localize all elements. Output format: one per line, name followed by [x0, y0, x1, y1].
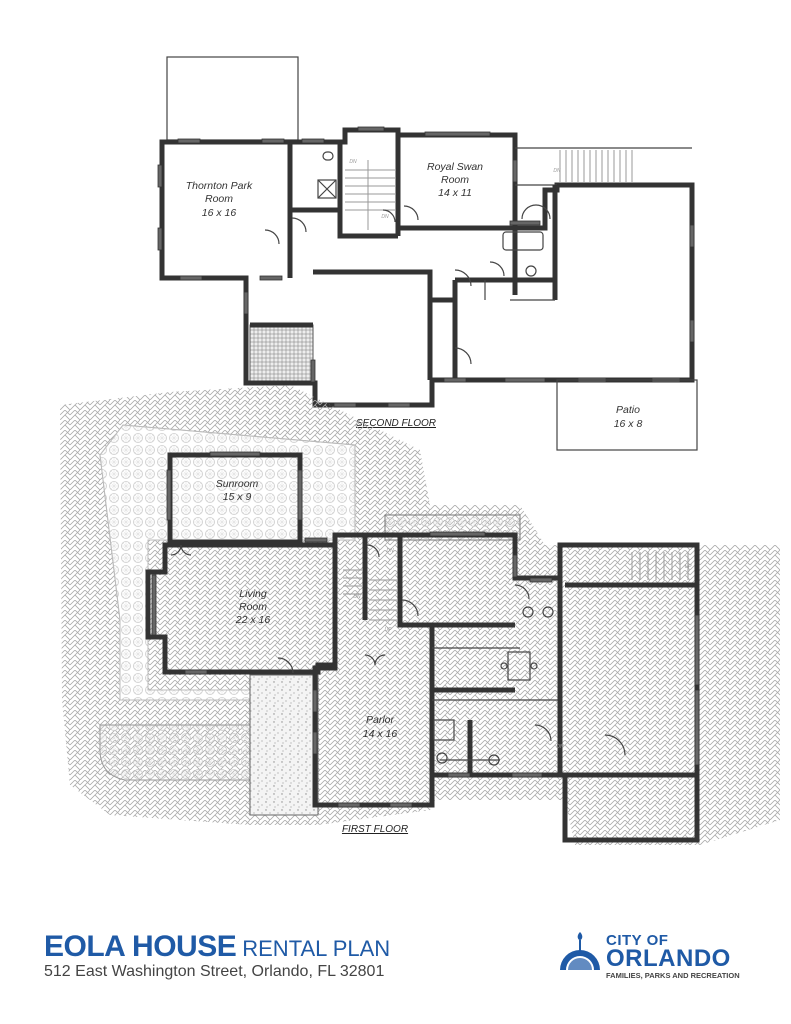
stair-mark: DN: [386, 548, 394, 554]
interior-stair-second: [345, 160, 395, 230]
interior-stair-first: [343, 569, 397, 621]
address: 512 East Washington Street, Orlando, FL …: [44, 963, 385, 980]
shower: [317, 179, 337, 199]
room-living-name-2: Room: [239, 601, 267, 613]
gravel-terrace: [249, 674, 319, 816]
room-living-size: 22 x 16: [235, 614, 271, 626]
stair-mark: UP: [385, 627, 393, 633]
room-royal-swan-name-2: Room: [441, 174, 469, 186]
room-sunroom-size: 15 x 9: [223, 491, 252, 503]
windows-first: [151, 451, 700, 808]
room-thornton-park-size: 16 x 16: [202, 207, 237, 219]
lower-garden-bed: [99, 724, 256, 781]
sink: [542, 606, 554, 618]
room-parlor-size: 14 x 16: [363, 728, 398, 740]
second-floor-plan: Thornton Park Room 16 x 16 Royal Swan Ro…: [157, 56, 698, 451]
balcony-roof: [166, 56, 299, 141]
stair-mark: DN: [553, 168, 561, 174]
room-royal-swan-name: Royal Swan: [427, 161, 483, 173]
exterior-stair-first: [631, 552, 689, 580]
stair-mark: UP: [685, 564, 693, 570]
city-of-orlando-logo: CITY OF ORLANDO FAMILIES, PARKS AND RECR…: [556, 930, 756, 985]
room-patio-size: 16 x 8: [614, 418, 643, 430]
logo-tagline: FAMILIES, PARKS AND RECREATION: [606, 971, 740, 980]
room-parlor-name: Parlor: [366, 714, 395, 726]
title-main: EOLA HOUSE: [44, 930, 237, 963]
stair-mark: DN: [353, 594, 361, 600]
first-floor-plan: Sunroom 15 x 9 Living Room 22 x 16 Parlo…: [60, 385, 780, 845]
fountain-icon: [560, 932, 600, 970]
logo-line-1: CITY OF: [606, 932, 669, 949]
room-thornton-park-name: Thornton Park: [186, 180, 253, 192]
dining-table: [500, 651, 538, 681]
sink: [525, 265, 537, 277]
second-floor-label: SECOND FLOOR: [356, 418, 436, 429]
hatched-balcony: [249, 324, 314, 384]
title-sub: RENTAL PLAN: [242, 936, 391, 961]
first-floor-label: FIRST FLOOR: [342, 824, 408, 835]
patio-outline: [556, 379, 698, 451]
toilet: [488, 754, 500, 766]
toilet: [322, 151, 334, 161]
toilet: [522, 606, 534, 618]
room-patio-name: Patio: [616, 404, 640, 416]
garden-bed: [99, 424, 356, 701]
logo-line-2: ORLANDO: [606, 945, 731, 972]
room-thornton-park-name-2: Room: [205, 193, 233, 205]
room-living-name: Living: [239, 588, 267, 600]
exterior-stair-second: [559, 150, 633, 182]
sink: [436, 752, 448, 764]
stair-mark: DN: [381, 214, 389, 220]
shower: [433, 719, 455, 741]
room-royal-swan-size: 14 x 11: [438, 187, 472, 199]
room-sunroom-name: Sunroom: [216, 478, 259, 490]
bathtub: [502, 231, 544, 251]
stair-mark: DN: [349, 159, 357, 165]
stair-mark: DN: [556, 744, 564, 750]
